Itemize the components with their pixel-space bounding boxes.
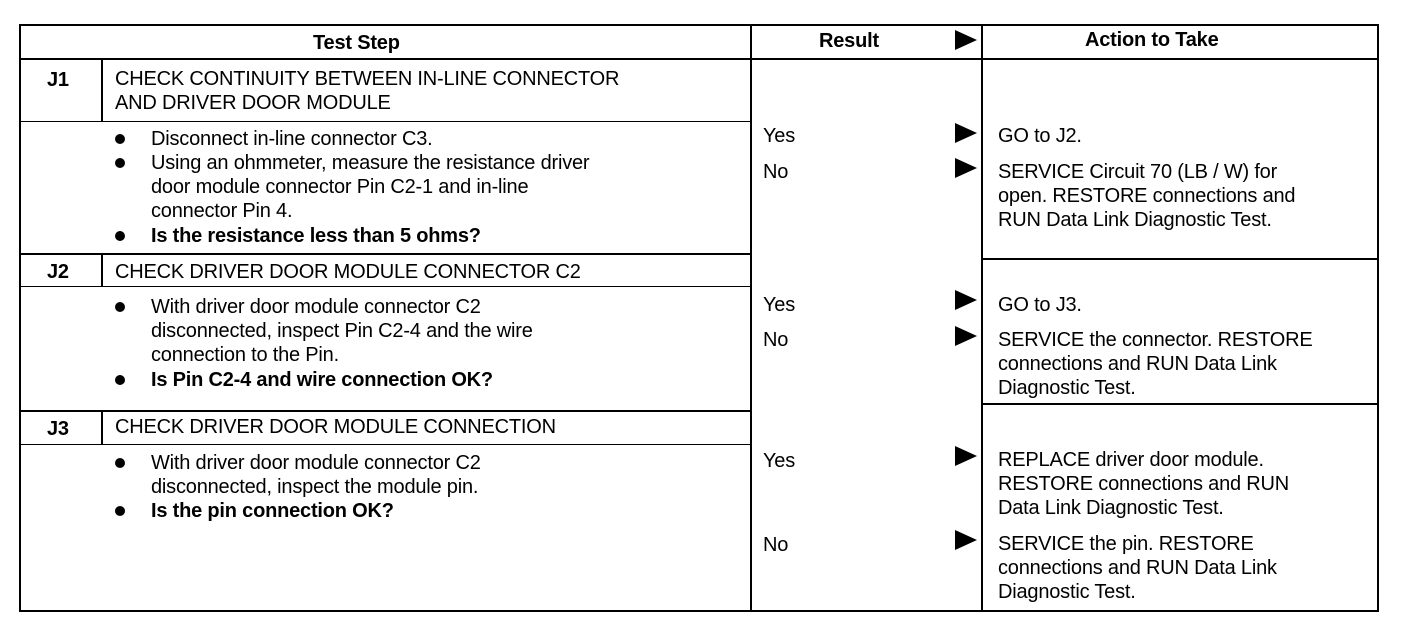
action-j1-no-2: open. RESTORE connections and <box>998 185 1296 207</box>
result-j3-yes: Yes <box>763 450 796 472</box>
instruction-j2-1c: connection to the Pin. <box>151 344 339 366</box>
action-j2-yes: GO to J3. <box>998 294 1082 316</box>
action-j2-no-1: SERVICE the connector. RESTORE <box>998 329 1313 351</box>
instruction-j1-2b: door module connector Pin C2-1 and in-li… <box>151 176 529 198</box>
instruction-j3-1a: With driver door module connector C2 <box>151 452 481 474</box>
instruction-j2-1b: disconnected, inspect Pin C2-4 and the w… <box>151 320 533 342</box>
step-id-j3: J3 <box>47 418 69 440</box>
step-title-j1-line2: AND DRIVER DOOR MODULE <box>115 92 391 114</box>
instruction-j1-2a: Using an ohmmeter, measure the resistanc… <box>151 152 590 174</box>
action-j3-yes-3: Data Link Diagnostic Test. <box>998 497 1224 519</box>
j1-id-divider <box>101 59 103 122</box>
j2-bottom-divider <box>21 410 751 412</box>
action-j3-no-3: Diagnostic Test. <box>998 581 1136 603</box>
question-j2: Is Pin C2-4 and wire connection OK? <box>151 369 493 391</box>
step-id-j2: J2 <box>47 261 69 283</box>
instruction-j2-1a: With driver door module connector C2 <box>151 296 481 318</box>
action-j1-no-3: RUN Data Link Diagnostic Test. <box>998 209 1272 231</box>
instruction-j1-1: Disconnect in-line connector C3. <box>151 128 433 150</box>
j1-action-bottom-divider <box>981 258 1377 260</box>
j2-action-bottom-divider <box>981 403 1377 405</box>
action-j3-no-1: SERVICE the pin. RESTORE <box>998 533 1254 555</box>
diagnostic-table: Test Step Result Action to Take J1 CHECK… <box>19 24 1379 612</box>
step-title-j2: CHECK DRIVER DOOR MODULE CONNECTOR C2 <box>115 261 581 283</box>
arrow-right-icon <box>955 326 977 346</box>
header-action: Action to Take <box>1085 29 1219 51</box>
bullet-icon <box>115 375 125 385</box>
result-j2-no: No <box>763 329 789 351</box>
action-j2-no-2: connections and RUN Data Link <box>998 353 1277 375</box>
question-j1: Is the resistance less than 5 ohms? <box>151 225 481 247</box>
j2-id-divider <box>101 254 103 287</box>
result-column-divider <box>750 26 752 610</box>
bullet-icon <box>115 158 125 168</box>
j2-title-divider <box>21 286 751 287</box>
action-j3-yes-2: RESTORE connections and RUN <box>998 473 1290 495</box>
arrow-right-icon <box>955 530 977 550</box>
result-j2-yes: Yes <box>763 294 796 316</box>
question-j3: Is the pin connection OK? <box>151 500 394 522</box>
arrow-right-icon <box>955 446 977 466</box>
arrow-right-icon <box>955 123 977 143</box>
step-id-j1: J1 <box>47 69 69 91</box>
j1-title-divider <box>21 121 751 122</box>
bullet-icon <box>115 134 125 144</box>
result-j1-no: No <box>763 161 789 183</box>
header-result: Result <box>819 30 879 52</box>
action-j3-yes-1: REPLACE driver door module. <box>998 449 1264 471</box>
header-divider <box>21 58 1377 60</box>
action-j1-yes: GO to J2. <box>998 125 1082 147</box>
bullet-icon <box>115 506 125 516</box>
j1-bottom-divider <box>21 253 751 255</box>
bullet-icon <box>115 302 125 312</box>
header-test-step: Test Step <box>313 32 400 54</box>
result-j3-no: No <box>763 534 789 556</box>
arrow-right-icon <box>955 290 977 310</box>
action-j3-no-2: connections and RUN Data Link <box>998 557 1277 579</box>
action-column-divider <box>981 26 983 610</box>
action-j1-no-1: SERVICE Circuit 70 (LB / W) for <box>998 161 1278 183</box>
j3-id-divider <box>101 411 103 445</box>
instruction-j3-1b: disconnected, inspect the module pin. <box>151 476 479 498</box>
result-j1-yes: Yes <box>763 125 796 147</box>
bullet-icon <box>115 458 125 468</box>
step-title-j3: CHECK DRIVER DOOR MODULE CONNECTION <box>115 416 556 438</box>
instruction-j1-2c: connector Pin 4. <box>151 200 293 222</box>
j3-title-divider <box>21 444 751 445</box>
arrow-right-icon <box>955 158 977 178</box>
bullet-icon <box>115 231 125 241</box>
header-arrow-icon <box>955 30 977 50</box>
action-j2-no-3: Diagnostic Test. <box>998 377 1136 399</box>
step-title-j1-line1: CHECK CONTINUITY BETWEEN IN-LINE CONNECT… <box>115 68 620 90</box>
